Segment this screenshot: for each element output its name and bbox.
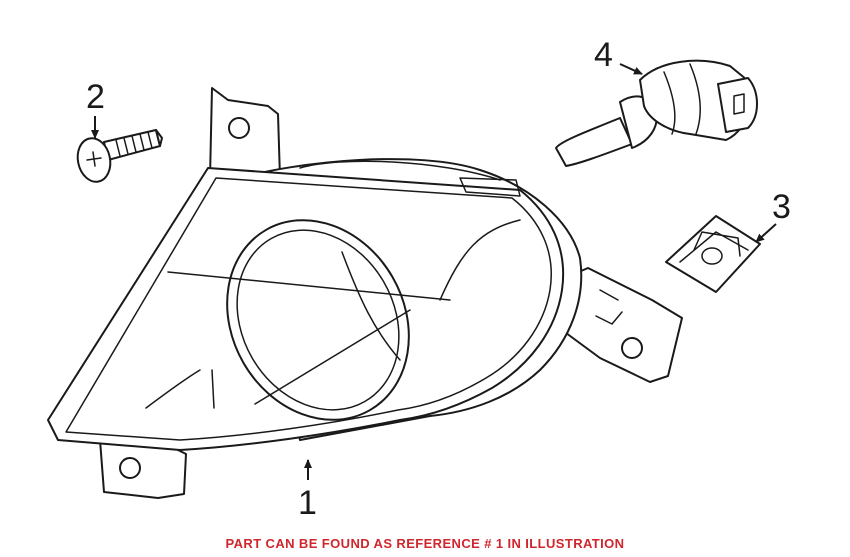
reference-note: PART CAN BE FOUND AS REFERENCE # 1 IN IL… xyxy=(225,536,625,551)
callout-number-4: 4 xyxy=(594,36,613,74)
callout-2: 2 xyxy=(86,78,105,139)
screw xyxy=(76,129,163,183)
callout-number-1: 1 xyxy=(298,484,317,522)
callout-4: 4 xyxy=(594,36,643,75)
callout-number-3: 3 xyxy=(772,188,791,226)
callout-number-2: 2 xyxy=(86,78,105,116)
clip-nut xyxy=(665,215,761,293)
fog-lamp-assembly xyxy=(47,87,683,499)
callout-1: 1 xyxy=(298,459,317,522)
bulb xyxy=(555,59,758,167)
callout-3: 3 xyxy=(755,188,791,243)
